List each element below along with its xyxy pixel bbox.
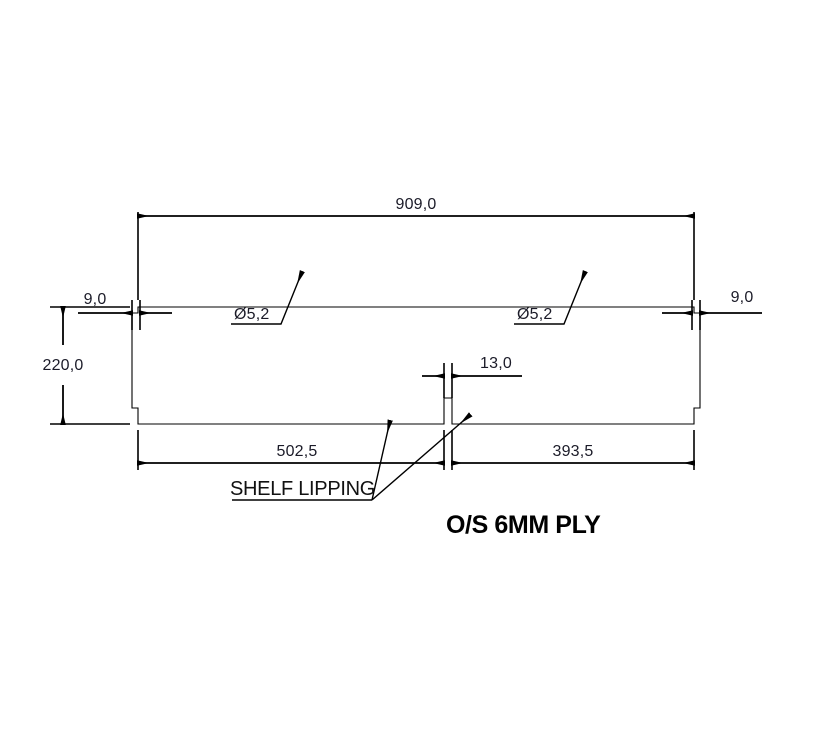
leader-line-shelf-lipping-slot bbox=[371, 412, 473, 501]
callout-shelf-lipping: SHELF LIPPING bbox=[230, 412, 473, 501]
panel-outline-group bbox=[131, 306, 701, 425]
callout-hole-left: Ø5,2 bbox=[231, 270, 305, 325]
dim-label-right-offset: 9,0 bbox=[731, 289, 754, 306]
leader-line-hole-left bbox=[231, 270, 305, 325]
dimension-left-offset: 9,0 bbox=[78, 291, 172, 330]
leader-line-hole-right bbox=[514, 270, 588, 325]
dim-label-slot-width: 13,0 bbox=[480, 355, 512, 372]
dimension-right-offset: 9,0 bbox=[662, 289, 762, 330]
dim-label-hole-left: Ø5,2 bbox=[234, 306, 270, 323]
note-material-title: O/S 6MM PLY bbox=[446, 511, 601, 539]
dimension-overall-height: 220,0 bbox=[42, 306, 130, 425]
note-shelf-lipping: SHELF LIPPING bbox=[230, 478, 375, 500]
dimension-slot-width: 13,0 bbox=[422, 355, 522, 398]
callout-hole-right: Ø5,2 bbox=[514, 270, 588, 325]
dim-label-hole-right: Ø5,2 bbox=[517, 306, 553, 323]
leader-line-shelf-lipping-edge bbox=[371, 419, 393, 501]
dim-label-left-segment: 502,5 bbox=[276, 443, 317, 460]
dimension-left-segment: 502,5 bbox=[137, 430, 445, 470]
dim-label-left-offset: 9,0 bbox=[84, 291, 107, 308]
dimension-right-segment: 393,5 bbox=[451, 430, 695, 470]
dim-label-overall-length: 909,0 bbox=[395, 196, 436, 213]
dim-label-overall-height: 220,0 bbox=[42, 357, 83, 374]
panel-outline bbox=[131, 306, 701, 425]
note-title-group: O/S 6MM PLY bbox=[446, 511, 602, 539]
dimension-overall-length: 909,0 bbox=[137, 196, 695, 300]
dim-label-right-segment: 393,5 bbox=[552, 443, 593, 460]
